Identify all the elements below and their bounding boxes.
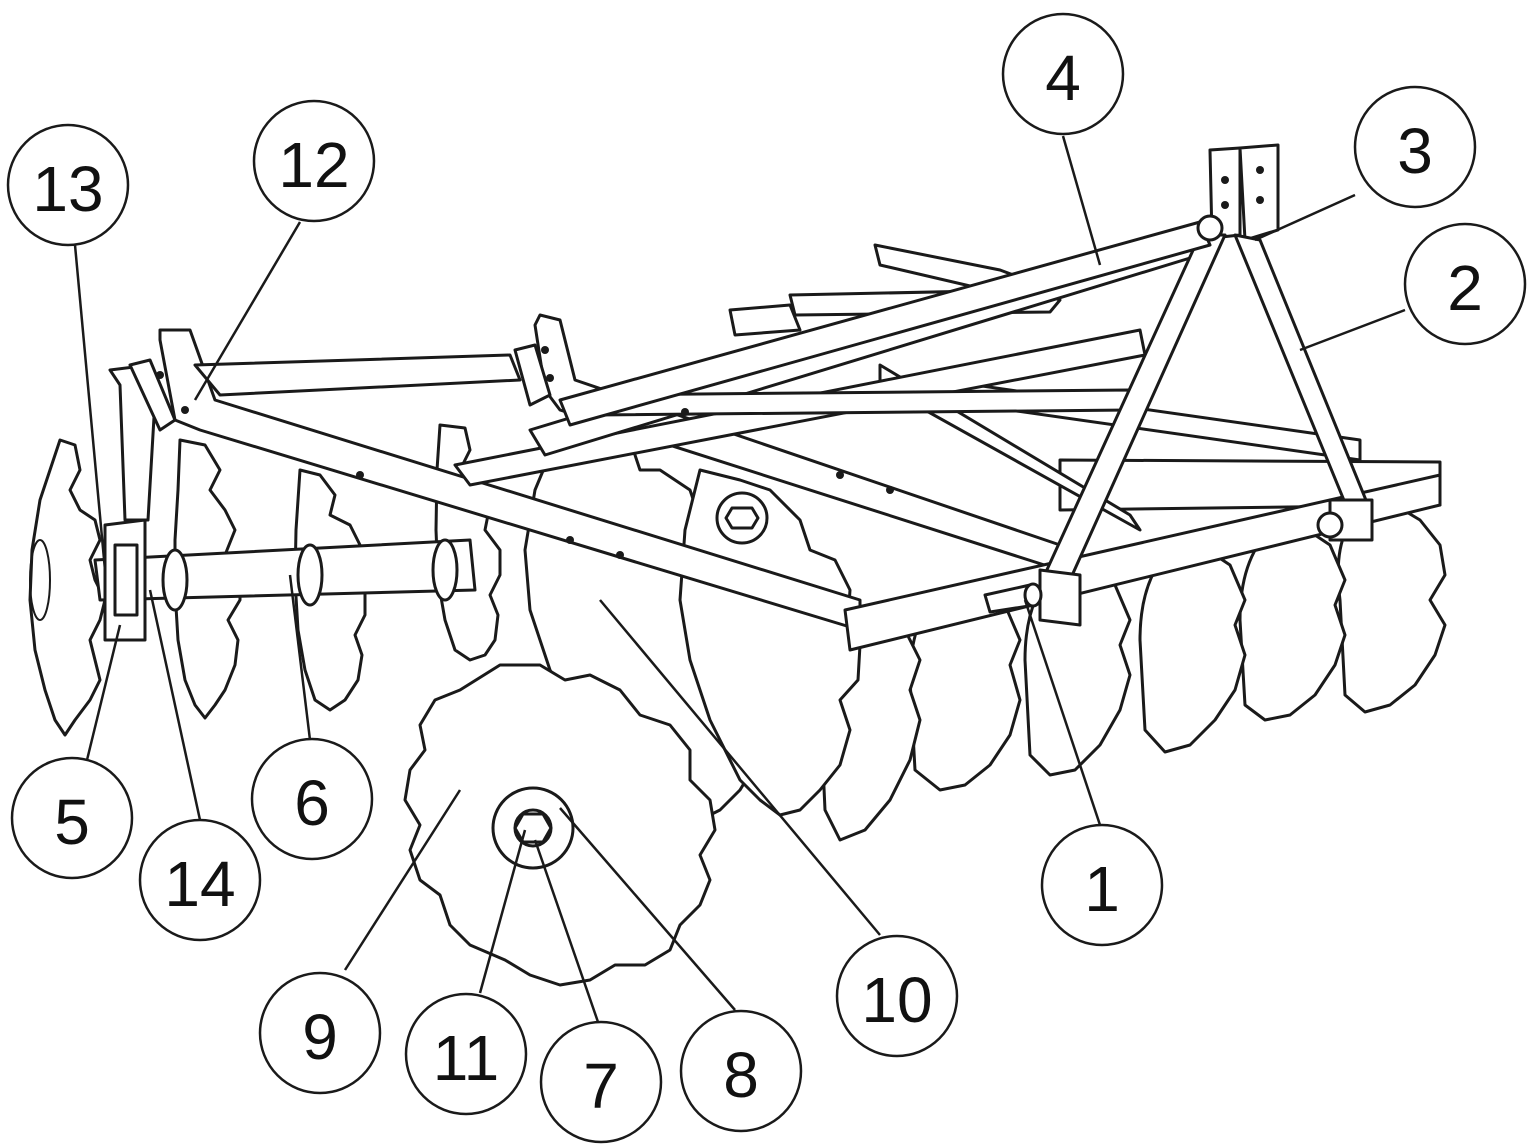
leader-10 [599, 599, 881, 936]
leader-11 [478, 829, 527, 994]
callout-3-label: 3 [1397, 115, 1433, 187]
callout-1-label: 1 [1084, 853, 1120, 925]
callout-6: 6 [250, 737, 374, 861]
callout-5: 5 [10, 756, 134, 880]
callout-5-label: 5 [54, 786, 90, 858]
callout-12: 12 [252, 99, 376, 223]
leader-9 [343, 789, 462, 971]
harrow-drawing [28, 143, 1447, 987]
callout-12-label: 12 [278, 129, 349, 201]
gang-axle [93, 363, 477, 642]
leader-5 [85, 624, 122, 761]
callout-3: 3 [1353, 85, 1477, 209]
callout-9-label: 9 [302, 1001, 338, 1073]
callout-14-label: 14 [164, 848, 235, 920]
callout-10: 10 [835, 934, 959, 1058]
callout-9: 9 [258, 971, 382, 1095]
front-disc-gang [28, 423, 862, 987]
callout-14: 14 [138, 818, 262, 942]
callout-2-label: 2 [1447, 252, 1483, 324]
leader-lines [73, 135, 1406, 1023]
callout-6-label: 6 [294, 767, 330, 839]
leader-7 [533, 839, 600, 1023]
callout-1: 1 [1040, 823, 1164, 947]
callout-8-label: 8 [723, 1039, 759, 1111]
callout-7: 7 [539, 1020, 663, 1144]
leader-14 [148, 589, 202, 821]
leader-13 [73, 244, 107, 571]
callout-13: 13 [6, 123, 130, 247]
callouts: 1 2 3 4 5 6 7 8 [6, 12, 1527, 1144]
callout-4: 4 [1001, 12, 1125, 136]
leader-4 [1061, 135, 1102, 266]
leader-2 [1299, 308, 1406, 352]
leader-1 [1023, 599, 1102, 826]
callout-11: 11 [404, 992, 528, 1116]
callout-8: 8 [679, 1009, 803, 1133]
hitch-a-frame [558, 143, 1374, 627]
leader-6 [288, 574, 312, 741]
callout-2: 2 [1403, 222, 1527, 346]
callout-11-label: 11 [433, 1022, 499, 1094]
callout-10-label: 10 [861, 964, 932, 1036]
callout-13-label: 13 [32, 153, 103, 225]
callout-4-label: 4 [1045, 42, 1081, 114]
leader-8 [559, 807, 736, 1011]
leader-3 [1254, 193, 1356, 242]
frame-bolts [156, 166, 1264, 559]
leader-12 [193, 221, 302, 401]
callout-7-label: 7 [583, 1050, 619, 1122]
